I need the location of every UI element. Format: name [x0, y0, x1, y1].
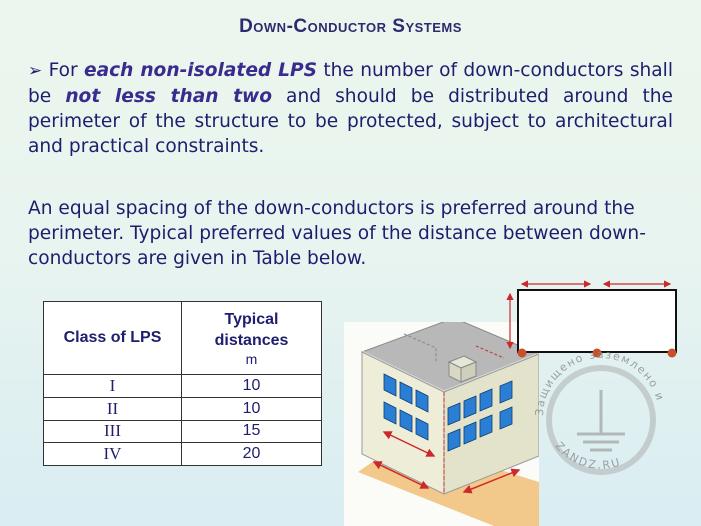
paragraph1-text-2: the number of down-conductors shall be	[28, 60, 674, 107]
paragraph-equal-spacing: An equal spacing of the down-conductors …	[28, 198, 646, 269]
paragraph1-text-3: and should be distributed around the per…	[28, 86, 673, 157]
table-row: IV 20	[43, 442, 322, 466]
table-row: I 10	[43, 374, 322, 398]
down-conductor-dot	[592, 348, 602, 358]
distance-table: Class of LPS Typical distances m I 10 II…	[43, 301, 322, 466]
table-header-distance: Typical distances m	[181, 301, 322, 375]
table-row: II 10	[43, 396, 322, 421]
watermark-seal-logo: Защищено заземлено и ZANDZ.RU	[533, 348, 665, 475]
paragraph-down-conductor-count: ➢ For each non-isolated LPS the number o…	[28, 58, 673, 159]
table-header-class: Class of LPS	[43, 301, 182, 375]
table-row: III 15	[43, 419, 322, 444]
svg-text:ZANDZ.RU: ZANDZ.RU	[553, 439, 624, 471]
down-conductor-dot	[667, 348, 677, 358]
bullet-arrow-icon: ➢	[28, 61, 43, 81]
paragraph1-emphasis-1: each non-isolated LPS	[84, 60, 318, 81]
slide-title: Down-Conductor Systems	[239, 16, 462, 37]
paragraph1-text-1: For	[42, 60, 84, 81]
down-conductor-dot	[517, 348, 527, 358]
paragraph1-emphasis-2: not less than two	[65, 86, 272, 107]
building-illustration	[344, 322, 539, 526]
table-header-unit: m	[245, 351, 258, 367]
plan-view-diagram	[506, 280, 677, 358]
